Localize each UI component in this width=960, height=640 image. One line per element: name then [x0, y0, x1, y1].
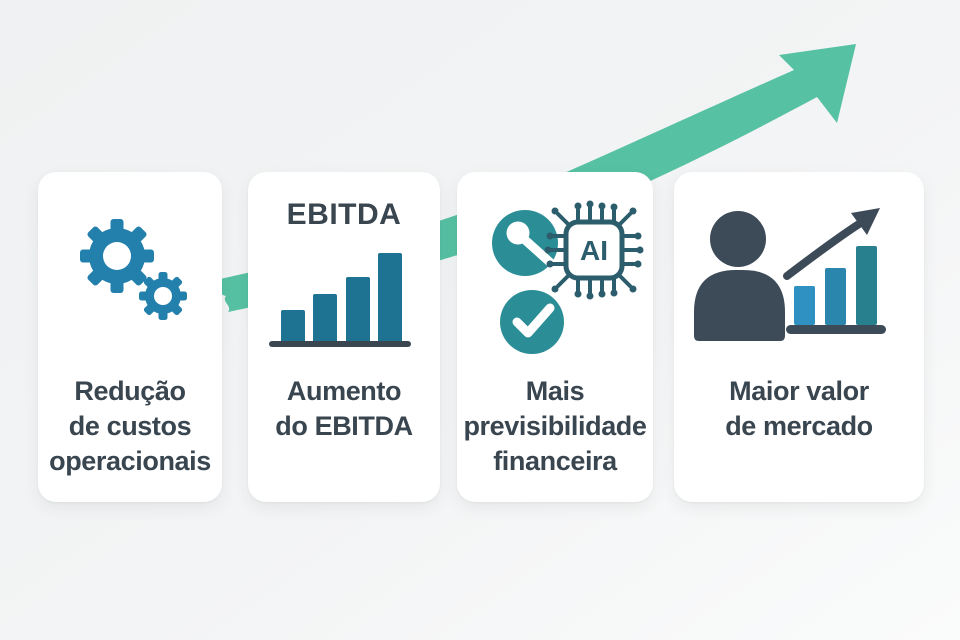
magnifier-icon — [492, 210, 558, 276]
ai-chip-icon: AI — [544, 200, 644, 300]
label-line: Aumento — [286, 376, 402, 406]
card-valor-mercado: Maior valor de mercado — [674, 172, 924, 502]
gears-icon — [80, 219, 187, 320]
label-line: Mais — [525, 376, 585, 406]
card-reducao-custos: Redução de custos operacionais — [38, 172, 222, 502]
label-line: Maior valor — [729, 376, 869, 406]
person-growth-chart-icon — [694, 208, 886, 341]
label-line: operacionais — [49, 446, 211, 476]
label-line: financeira — [493, 446, 617, 476]
label-line: Redução — [74, 376, 186, 406]
rising-bar-chart-icon — [269, 253, 411, 347]
check-icon — [500, 290, 564, 354]
ebitda-chart-title: EBITDA — [286, 198, 402, 231]
card-label: Aumento do EBITDA — [238, 374, 450, 444]
card-label: Maior valor de mercado — [664, 374, 934, 444]
card-aumento-ebitda: EBITDA Aumento do EBITDA — [248, 172, 440, 502]
person-icon — [694, 211, 785, 341]
label-line: de mercado — [725, 411, 873, 441]
card-previsibilidade: AI Mais previsibilidade financeira — [457, 172, 653, 502]
label-line: do EBITDA — [275, 411, 413, 441]
ai-chip-label: AI — [580, 235, 608, 266]
growth-bars-icon — [783, 208, 886, 334]
card-label: Mais previsibilidade financeira — [447, 374, 663, 479]
card-label: Redução de custos operacionais — [28, 374, 232, 479]
label-line: previsibilidade — [463, 411, 647, 441]
label-line: de custos — [68, 411, 192, 441]
